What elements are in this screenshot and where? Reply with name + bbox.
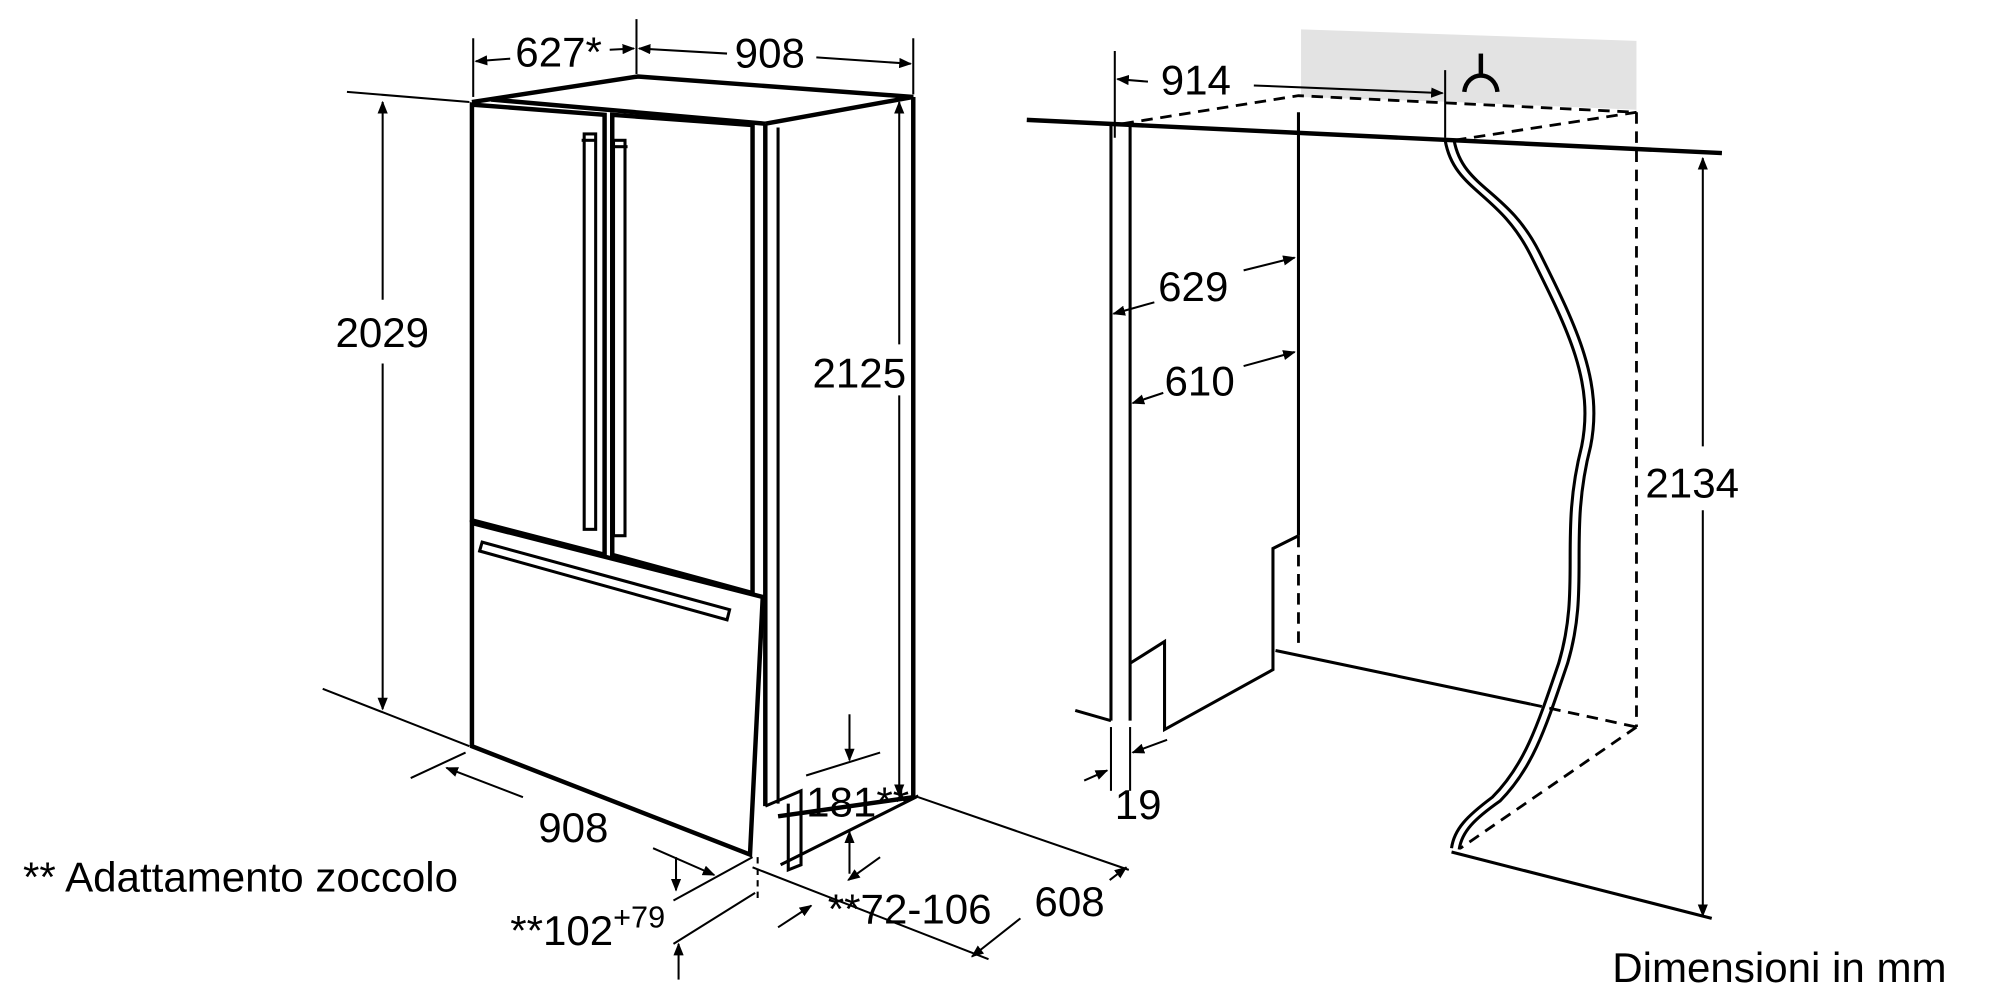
dim-panel-thickness: 19: [1115, 781, 1162, 828]
dim-niche-width: 914: [1161, 56, 1231, 103]
units-label: Dimensioni in mm: [1612, 944, 1946, 991]
dim-plinth-base: **102+79: [510, 900, 665, 954]
dim-width-left: 627*: [515, 28, 602, 75]
niche-drawing: [1026, 29, 1723, 920]
dim-depth-upper: 629: [1158, 263, 1228, 310]
fridge-drawing: [469, 74, 920, 873]
dim-width-bottom: 908: [538, 804, 608, 851]
footnote: ** Adattamento zoccolo: [23, 854, 458, 901]
dim-height-side: 2125: [813, 350, 907, 397]
dim-depth-lower: 610: [1165, 357, 1235, 404]
dim-plinth-depth: **72-106: [828, 885, 992, 932]
dim-width-right: 908: [735, 30, 805, 77]
niche-dimensions: 914 629 610 19 2134: [1083, 51, 1739, 918]
water-tap-icon: [1462, 53, 1500, 93]
fridge-dimensions: 627* 908 2029 2125 908 608 181** **72-10…: [322, 19, 1130, 980]
dim-height-front: 2029: [335, 309, 429, 356]
dim-depth: 608: [1034, 878, 1104, 925]
dim-plinth-height: 181**: [806, 778, 909, 825]
dim-niche-height: 2134: [1645, 459, 1739, 506]
